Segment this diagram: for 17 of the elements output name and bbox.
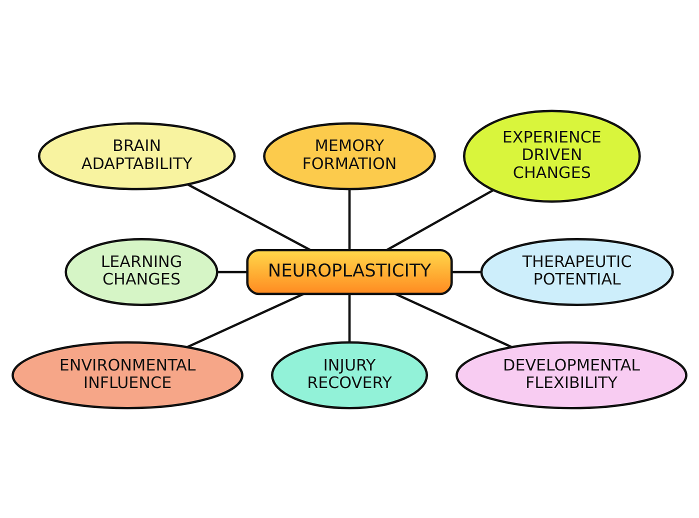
connector	[348, 293, 351, 342]
connector	[395, 292, 512, 348]
node-ellipse: DEVELOPMENTAL FLEXIBILITY	[456, 340, 688, 409]
node-ellipse: MEMORY FORMATION	[263, 122, 436, 190]
connector	[217, 270, 248, 273]
node-ellipse: EXPERIENCE DRIVEN CHANGES	[462, 109, 641, 202]
node-ellipse: BRAIN ADAPTABILITY	[38, 122, 236, 190]
node-box: NEUROPLASTICITY	[246, 248, 453, 295]
node-ellipse: LEARNING CHANGES	[64, 238, 218, 306]
node-ellipse: ENVIRONMENTAL INFLUENCE	[12, 340, 244, 409]
connector	[187, 182, 311, 251]
node-ellipse: INJURY RECOVERY	[270, 340, 428, 409]
connector	[348, 189, 351, 250]
connector	[186, 292, 304, 348]
connector	[386, 188, 494, 250]
node-ellipse: THERAPEUTIC POTENTIAL	[480, 238, 674, 306]
connector	[452, 270, 482, 273]
